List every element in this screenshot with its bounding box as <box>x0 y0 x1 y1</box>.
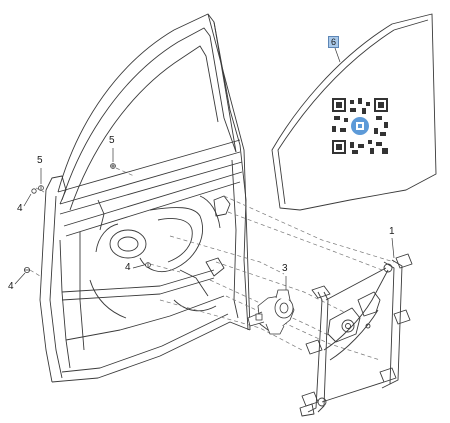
callout-1: 1 <box>389 226 395 237</box>
bolt-icon <box>145 262 151 268</box>
qr-code-icon <box>332 98 388 154</box>
callout-6-highlighted: 6 <box>328 36 340 48</box>
bolt-icon <box>31 188 37 194</box>
window-glass <box>271 13 437 211</box>
callout-3: 3 <box>282 263 288 274</box>
callout-5-left: 5 <box>37 155 43 166</box>
callout-leaders <box>14 47 395 290</box>
callout-4-lower: 4 <box>8 281 14 292</box>
callout-4-upper: 4 <box>17 203 23 214</box>
window-regulator <box>299 253 413 417</box>
callout-5-center: 5 <box>109 135 115 146</box>
bolt-icon <box>38 185 44 191</box>
bolt-icon <box>23 266 30 273</box>
bolt-icon <box>110 163 116 169</box>
fasteners <box>23 163 151 273</box>
door-frame <box>39 13 251 383</box>
window-motor <box>247 289 295 335</box>
callout-4-mid: 4 <box>125 262 131 273</box>
